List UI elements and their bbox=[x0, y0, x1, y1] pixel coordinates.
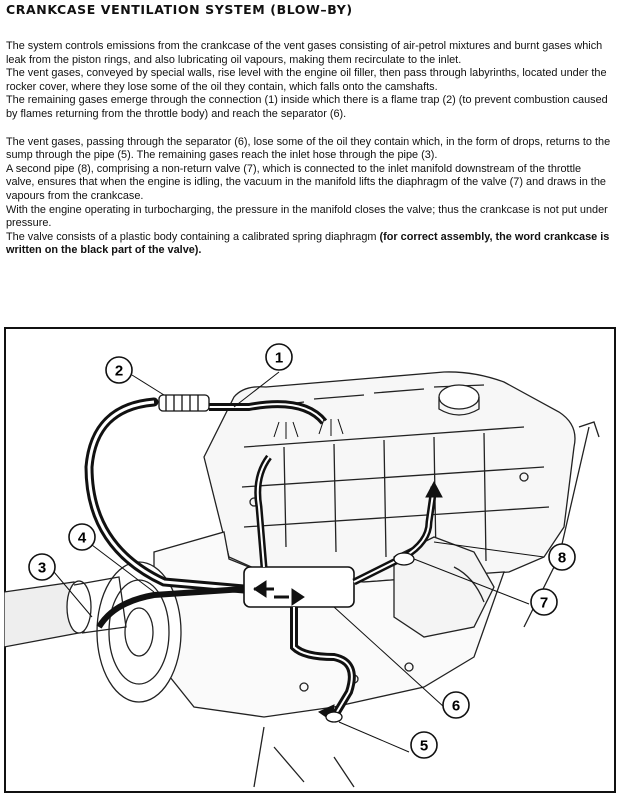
callout-3: 3 bbox=[28, 553, 56, 581]
callout-8: 8 bbox=[548, 543, 576, 571]
vent-pipes bbox=[84, 397, 438, 720]
callout-2: 2 bbox=[105, 356, 133, 384]
valve-note-bold: (for correct assembly, the word crankcas… bbox=[6, 230, 610, 257]
paragraph-valve: The valve consists of a plastic body con… bbox=[6, 231, 612, 258]
non-return-valve bbox=[325, 552, 415, 723]
callout-7: 7 bbox=[530, 588, 558, 616]
page-title: CRANKCASE VENTILATION SYSTEM (BLOW–BY) bbox=[6, 2, 353, 17]
paragraph-separator: The vent gases, passing through the sepa… bbox=[6, 135, 611, 162]
leader-lines bbox=[53, 371, 545, 753]
paragraph-vent-gases: The vent gases, conveyed by special wall… bbox=[6, 67, 607, 93]
engine-diagram: 1 2 3 4 5 6 7 8 bbox=[4, 327, 616, 793]
callout-6: 6 bbox=[442, 691, 470, 719]
callout-1-label: 1 bbox=[275, 350, 283, 367]
callout-4: 4 bbox=[68, 523, 96, 551]
callout-3-label: 3 bbox=[38, 560, 46, 577]
callout-2-label: 2 bbox=[115, 363, 123, 380]
callout-4-label: 4 bbox=[78, 530, 87, 547]
body-text: The system controls emissions from the c… bbox=[6, 40, 612, 258]
flame-trap bbox=[158, 394, 210, 412]
callout-6-label: 6 bbox=[452, 698, 460, 715]
paragraph-second-pipe: A second pipe (8), comprising a non-retu… bbox=[6, 162, 606, 202]
valve-text: The valve consists of a plastic body con… bbox=[6, 230, 380, 243]
paragraph-system: The system controls emissions from the c… bbox=[6, 40, 603, 66]
callout-5-label: 5 bbox=[420, 738, 428, 755]
callout-7-label: 7 bbox=[540, 595, 548, 612]
paragraph-remaining-gases: The remaining gases emerge through the c… bbox=[6, 94, 608, 120]
callout-5: 5 bbox=[410, 731, 438, 759]
callout-1: 1 bbox=[265, 343, 293, 371]
callout-8-label: 8 bbox=[558, 550, 566, 567]
engine-block bbox=[4, 371, 600, 788]
paragraph-turbocharging: With the engine operating in turbochargi… bbox=[6, 203, 608, 230]
